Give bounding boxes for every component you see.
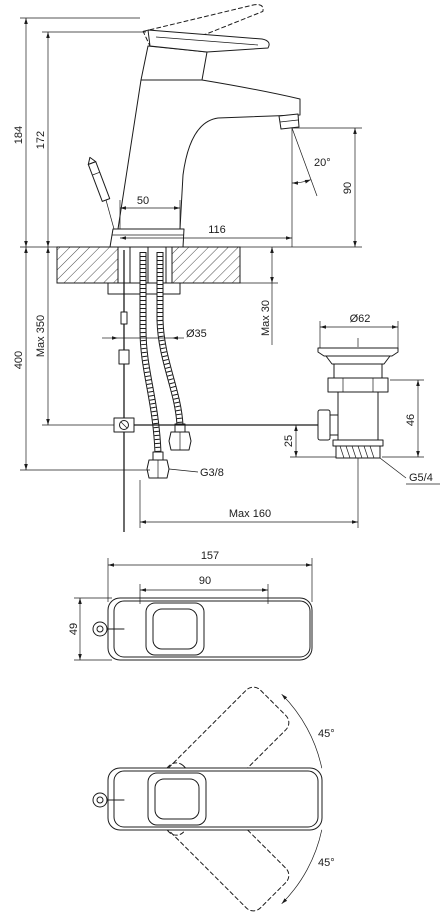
aerator <box>278 113 300 130</box>
thread-label-g38: G3/8 <box>200 467 224 479</box>
hot-water-hose <box>156 252 192 451</box>
knob-rod <box>87 161 111 202</box>
dim-label-d35: Ø35 <box>186 328 207 340</box>
spout-body <box>117 79 301 230</box>
countertop-section <box>56 246 241 284</box>
rotation-arc-up <box>281 694 323 769</box>
leader-g54 <box>379 457 407 479</box>
popup-waste <box>317 338 399 466</box>
faucet-body <box>109 4 301 248</box>
rod-connector <box>118 349 130 365</box>
spout-angle-line <box>291 127 318 197</box>
popup-pull-knob <box>87 156 115 230</box>
rod-slot <box>120 311 128 325</box>
dim-label-50: 50 <box>137 195 149 207</box>
waste-side-nut <box>317 409 331 441</box>
waste-side-connector <box>329 414 339 436</box>
spout-angle-arc <box>291 179 311 185</box>
waste-body <box>337 391 379 441</box>
dim-label-400: 400 <box>13 351 25 369</box>
dim-label-25: 25 <box>283 435 295 447</box>
angle-label-up: 45° <box>318 728 335 740</box>
dim-label-116: 116 <box>208 224 226 236</box>
knob-band <box>92 171 101 176</box>
dim-label-49: 49 <box>68 623 80 635</box>
angle-label-down: 45° <box>318 857 335 869</box>
dim-label-90-top: 90 <box>199 575 211 587</box>
dim-label-d62: Ø62 <box>350 313 371 325</box>
rot-handle-inner <box>154 778 200 820</box>
waste-flange <box>317 347 399 357</box>
hose-connector <box>152 451 164 461</box>
top-handle-block <box>145 602 205 656</box>
dim-label-max-350: Max 350 <box>35 315 47 357</box>
aerator-line <box>279 119 299 123</box>
rod-clamp <box>113 417 135 433</box>
dim-label-90-side: 90 <box>342 182 354 194</box>
rot-body-outline <box>107 767 323 831</box>
top-view: 157 90 49 <box>68 550 313 661</box>
cold-water-hose <box>139 252 170 479</box>
waste-thread-lines <box>339 445 375 459</box>
dim-label-172: 172 <box>35 131 47 149</box>
side-view: 184 172 400 Max 350 50 116 20° 90 <box>13 4 440 532</box>
waste-bottom-ring <box>332 439 384 447</box>
lever-raised-outline <box>142 4 264 47</box>
knob-link <box>105 199 115 230</box>
knob-cap <box>87 156 97 165</box>
dim-label-max-160: Max 160 <box>229 508 271 520</box>
leader-g38 <box>168 468 199 473</box>
waste-nut <box>327 377 389 393</box>
under-counter-assembly <box>107 250 318 532</box>
side-view-dimensions: 184 172 400 Max 350 50 116 20° 90 <box>13 17 440 528</box>
rotation-view: 45° 45° <box>92 686 335 912</box>
rot-handle-block <box>147 772 207 826</box>
dim-label-max-30: Max 30 <box>260 300 272 336</box>
top-popup-knob <box>92 621 108 637</box>
dim-label-184: 184 <box>13 126 25 144</box>
waste-upper-body <box>333 363 383 379</box>
rot-lever-plate <box>113 770 319 828</box>
top-body-outline <box>107 597 313 661</box>
top-handle-inner <box>152 608 198 650</box>
thread-label-g54: G5/4 <box>409 472 433 484</box>
dim-label-46: 46 <box>405 414 417 426</box>
rotation-arc-down <box>281 829 323 904</box>
waste-plug <box>325 355 391 365</box>
rot-popup-knob <box>92 792 108 808</box>
dim-label-157: 157 <box>201 550 219 562</box>
lever-edge-line <box>155 36 259 46</box>
dim-label-20-deg: 20° <box>314 157 331 169</box>
